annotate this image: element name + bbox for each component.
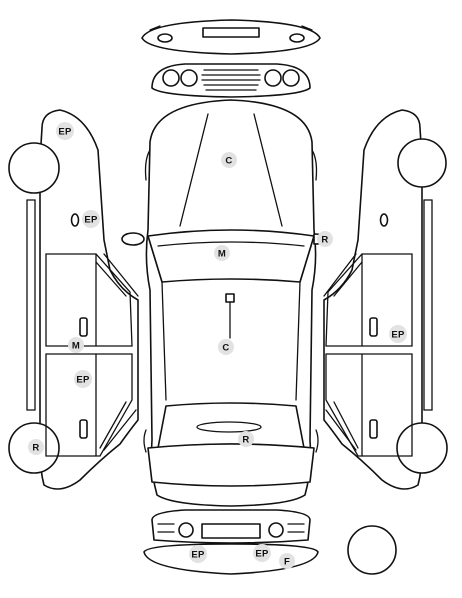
- marker-label: EP: [58, 127, 72, 138]
- marker-label: F: [284, 557, 290, 568]
- marker-label: R: [321, 235, 328, 246]
- marker-hood-c[interactable]: C: [221, 152, 237, 168]
- marker-label: EP: [391, 330, 405, 341]
- marker-left-front-fender-ep[interactable]: EP: [56, 122, 74, 140]
- spare-wheel: [347, 525, 397, 575]
- marker-label: EP: [191, 550, 205, 561]
- car-right-side-view: [323, 109, 448, 490]
- car-left-side-view: [8, 109, 139, 490]
- marker-label: R: [32, 443, 39, 454]
- marker-label: EP: [84, 215, 98, 226]
- marker-label: C: [225, 156, 232, 167]
- marker-left-rear-door-ep[interactable]: EP: [74, 370, 92, 388]
- marker-rear-bumper-ep-left[interactable]: EP: [189, 545, 207, 563]
- marker-right-door-ep[interactable]: EP: [389, 325, 407, 343]
- marker-rear-bumper-ep-right[interactable]: EP: [253, 544, 271, 562]
- marker-windshield-m[interactable]: M: [214, 245, 230, 261]
- marker-rear-bumper-f[interactable]: F: [279, 553, 295, 569]
- rear-fascia: [151, 509, 311, 544]
- front-grille: [151, 63, 311, 98]
- marker-label: R: [242, 435, 249, 446]
- marker-label: EP: [255, 549, 269, 560]
- marker-right-mirror-r[interactable]: R: [317, 231, 333, 247]
- marker-label: EP: [76, 375, 90, 386]
- marker-label: C: [222, 343, 229, 354]
- front-bumper: [141, 19, 321, 55]
- marker-rear-window-r[interactable]: R: [238, 431, 254, 447]
- marker-label: M: [72, 341, 80, 352]
- marker-label: M: [218, 249, 226, 260]
- car-body-top-view: [121, 99, 331, 507]
- marker-left-front-door-m[interactable]: M: [68, 337, 84, 353]
- marker-left-fuel-door-ep[interactable]: EP: [82, 210, 100, 228]
- marker-roof-c[interactable]: C: [218, 339, 234, 355]
- rear-bumper: [143, 543, 319, 575]
- marker-left-rear-wheel-r[interactable]: R: [28, 439, 44, 455]
